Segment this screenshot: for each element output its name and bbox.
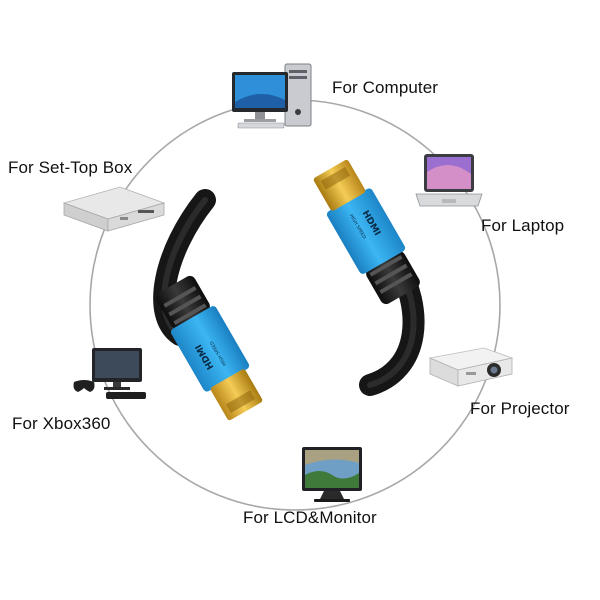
projector-icon: [428, 347, 514, 387]
hdmi-cable: HDMI HIGH SPEED HDMI HIGH SPEED: [153, 159, 425, 421]
label-xbox360: For Xbox360: [12, 414, 111, 433]
label-laptop: For Laptop: [481, 216, 565, 235]
laptop-icon: [415, 154, 483, 207]
game-console-icon: [73, 348, 146, 399]
desktop-computer-icon: [232, 63, 312, 129]
label-lcd-monitor: For LCD&Monitor: [243, 508, 377, 527]
label-computer: For Computer: [332, 78, 439, 97]
label-projector: For Projector: [470, 399, 570, 418]
lcd-monitor-icon: [302, 447, 362, 502]
label-set-top-box: For Set-Top Box: [8, 158, 133, 177]
set-top-box-icon: [62, 186, 166, 232]
